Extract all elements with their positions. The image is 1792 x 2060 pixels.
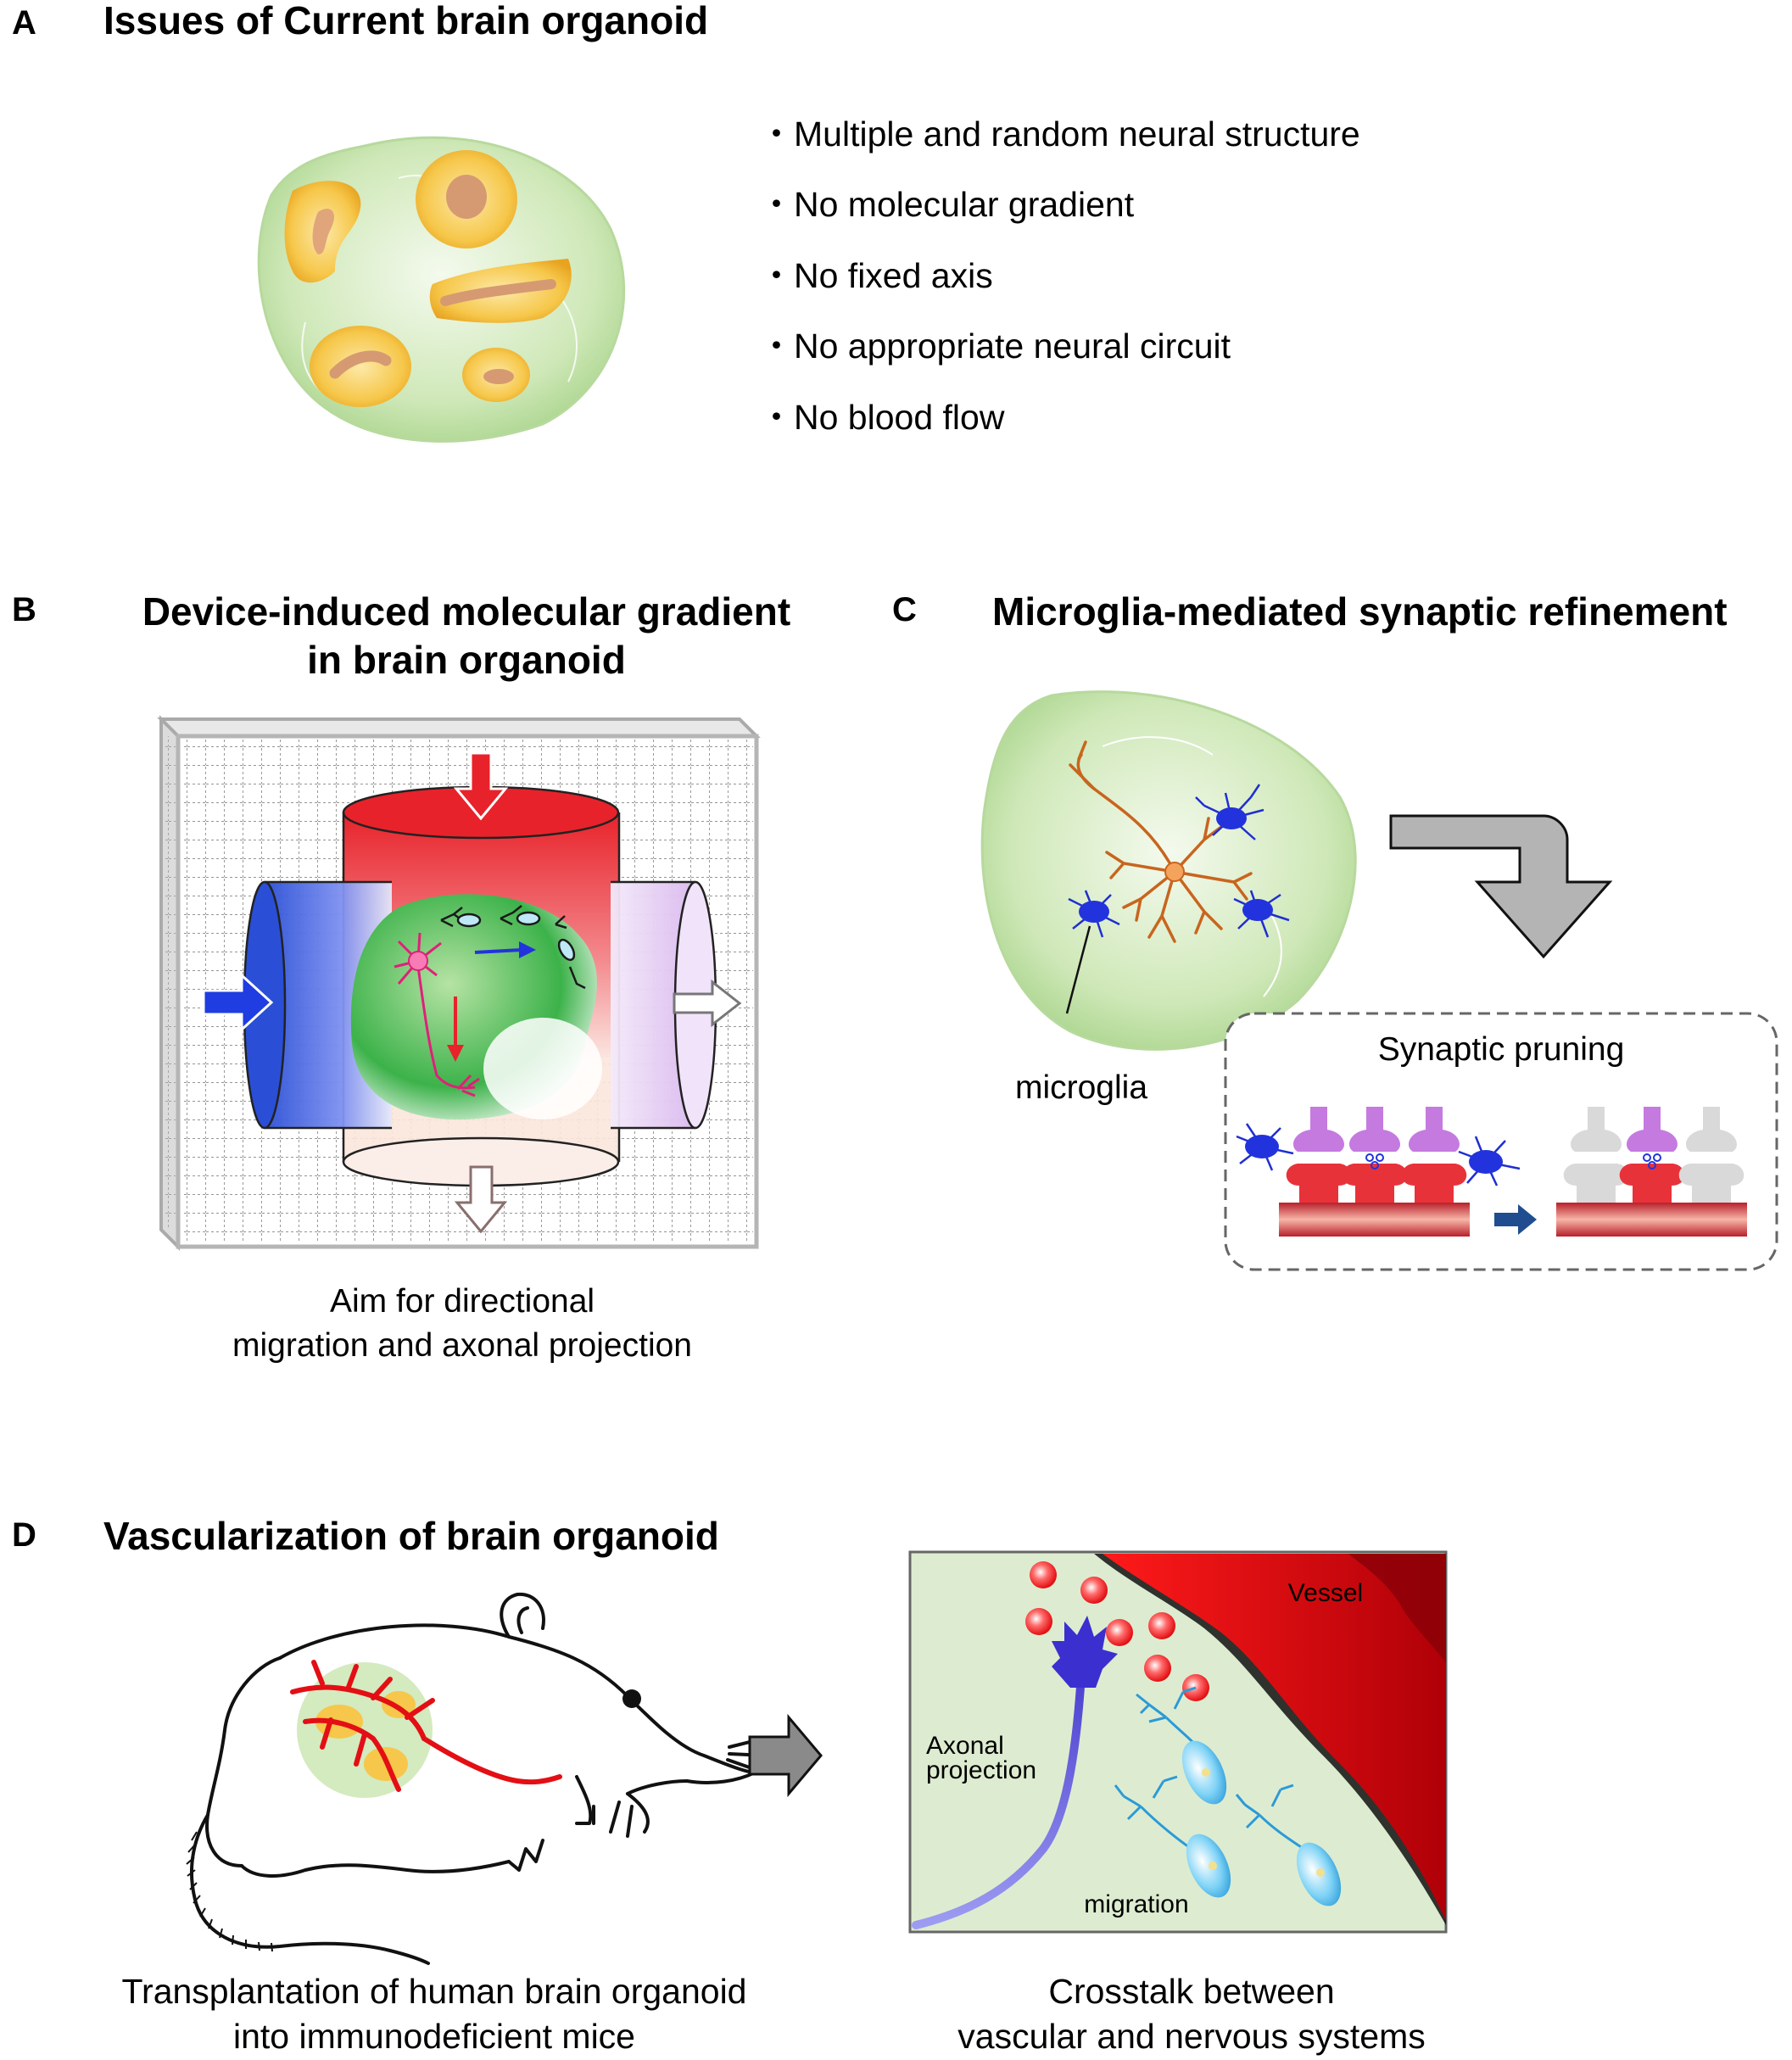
gradient-device xyxy=(157,715,761,1251)
migration-arrow-icon xyxy=(474,948,522,954)
issue-bullet: ・Multiple and random neural structure xyxy=(759,114,1360,154)
neural-rosette xyxy=(284,181,361,283)
red-input-arrow-icon xyxy=(453,751,509,821)
mouse-illustration xyxy=(189,1592,769,1965)
panel-d-right-caption-line1: Crosstalk between xyxy=(1048,1972,1334,2011)
mouse-tail xyxy=(186,1831,273,1952)
gray-output-arrow-icon xyxy=(673,979,742,1028)
neural-rosette xyxy=(310,326,411,407)
migration-label: migration xyxy=(1084,1890,1188,1918)
neuron-soma-icon xyxy=(408,951,428,971)
issue-bullet: ・No molecular gradient xyxy=(759,185,1135,224)
transplanted-organoid xyxy=(290,1660,562,1798)
microglia-pointer xyxy=(1065,925,1091,1014)
migrating-neuron-icon xyxy=(1114,1775,1231,1898)
mouse-eye-icon xyxy=(622,1689,641,1708)
panel-c-letter: C xyxy=(892,591,917,628)
pruning-arrow-icon xyxy=(1494,1204,1537,1235)
panel-b-title-line1: Device-induced molecular gradient xyxy=(142,589,790,634)
gray-output-arrow-icon xyxy=(454,1165,508,1234)
growth-cone-icon xyxy=(1052,1616,1118,1688)
neural-rosette xyxy=(416,150,517,248)
organoid-illustration-a xyxy=(257,136,626,443)
gray-arrow-icon xyxy=(748,1713,823,1798)
synaptic-pruning-label: Synaptic pruning xyxy=(1378,1031,1625,1068)
blue-input-arrow-icon xyxy=(202,972,274,1033)
panel-d-left-caption-line1: Transplantation of human brain organoid xyxy=(122,1972,747,2011)
migrating-neuron-icon xyxy=(1235,1784,1342,1906)
axonal-projection-label-line2: projection xyxy=(926,1756,1036,1784)
crosstalk-illustration xyxy=(908,1550,1448,1934)
issue-bullet: ・No appropriate neural circuit xyxy=(759,327,1231,366)
neuron-icon xyxy=(394,932,480,1097)
microglia-body-icon xyxy=(1469,1150,1503,1174)
migrating-cell-icon xyxy=(440,905,586,990)
bent-arrow-icon xyxy=(1389,814,1613,959)
synapse-after xyxy=(1556,1107,1747,1237)
panel-b-title-line2: in brain organoid xyxy=(307,638,626,682)
microglia-body-icon xyxy=(1245,1135,1279,1158)
panel-d-right-caption-line2: vascular and nervous systems xyxy=(957,2017,1425,2056)
panel-a-letter: A xyxy=(12,4,36,42)
synapse-before xyxy=(1236,1107,1521,1237)
microglia-body-icon xyxy=(1079,901,1109,923)
panel-d-left-caption-line2: into immunodeficient mice xyxy=(233,2017,635,2056)
panel-b-letter: B xyxy=(12,591,36,628)
panel-b-caption-line2: migration and axonal projection xyxy=(232,1327,692,1364)
neural-rosette xyxy=(429,259,572,323)
migrating-neuron-icon xyxy=(1136,1686,1227,1805)
panel-d-title: Vascularization of brain organoid xyxy=(103,1514,719,1558)
issues-list: ・Multiple and random neural structure ・N… xyxy=(759,114,1360,437)
microglia-body-icon xyxy=(1216,807,1247,829)
microglia-body-icon xyxy=(1242,899,1273,921)
microglia-label: microglia xyxy=(1015,1069,1147,1106)
neuron-icon xyxy=(1069,740,1253,943)
organoid-illustration-c xyxy=(980,690,1357,1051)
panel-a-title: Issues of Current brain organoid xyxy=(103,0,708,42)
axonal-projection-label-line1: Axonal xyxy=(926,1732,1004,1760)
panel-c-title: Microglia-mediated synaptic refinement xyxy=(992,589,1728,634)
vessel-label: Vessel xyxy=(1288,1579,1363,1607)
issue-bullet: ・No blood flow xyxy=(759,398,1005,437)
panel-b-caption-line1: Aim for directional xyxy=(330,1283,595,1320)
issue-bullet: ・No fixed axis xyxy=(759,256,993,295)
panel-d-letter: D xyxy=(12,1516,36,1554)
neuron-soma-icon xyxy=(1164,862,1185,882)
neural-rosette xyxy=(462,348,530,402)
